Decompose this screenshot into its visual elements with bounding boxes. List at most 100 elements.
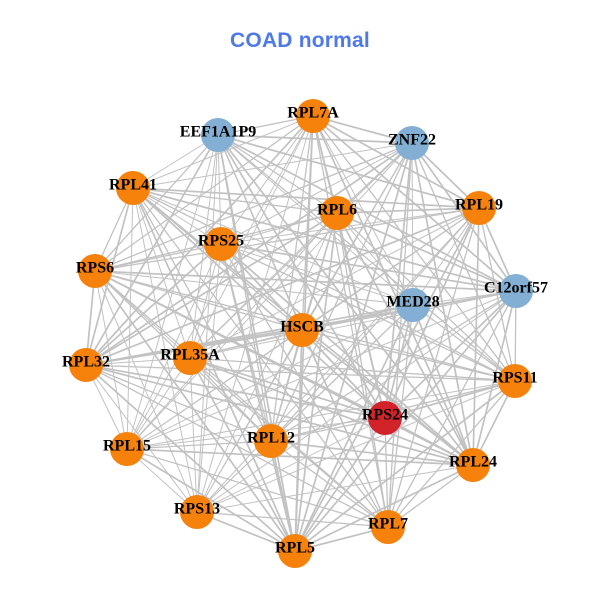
node-RPL24: [456, 448, 490, 482]
node-label-RPL15: RPL15: [103, 438, 151, 455]
edge-RPL32-RPL35A: [85, 357, 191, 366]
edge-RPL41-RPL35A: [132, 187, 191, 359]
edge-RPL12-RPS13: [196, 440, 272, 513]
node-ZNF22: [395, 126, 429, 160]
edge-RPL19-RPS13: [196, 207, 480, 513]
node-label-RPL12: RPL12: [247, 430, 295, 447]
edge-MED28-RPL24: [412, 304, 474, 466]
edge-RPS24-RPL7: [384, 417, 389, 528]
edge-RPS6-RPS13: [94, 270, 198, 513]
edge-RPL35A-RPS13: [189, 357, 198, 513]
edge-C12orf57-RPL35A: [189, 290, 517, 359]
edge-RPS24-RPL12: [270, 417, 386, 442]
node-RPL7A: [296, 99, 330, 133]
edge-C12orf57-RPS24: [384, 290, 517, 419]
node-label-MED28: MED28: [386, 294, 439, 311]
edge-HSCB-RPL7: [301, 329, 389, 528]
edge-RPS25-RPL7: [220, 243, 389, 528]
edge-RPL35A-RPS11: [189, 357, 516, 382]
edge-ZNF22-RPL41: [132, 142, 413, 189]
edge-MED28-RPL15: [126, 304, 414, 450]
node-label-RPL5: RPL5: [275, 540, 315, 557]
node-RPL7: [371, 510, 405, 544]
edge-RPL24-RPL7: [387, 464, 474, 528]
edge-RPS6-RPL24: [94, 270, 474, 466]
node-RPL41: [116, 171, 150, 205]
node-RPL12: [254, 424, 288, 458]
node-label-RPS25: RPS25: [198, 233, 244, 250]
edge-EEF1A1P9-RPL15: [126, 134, 219, 450]
edge-RPL19-RPS25: [220, 207, 480, 245]
edge-RPL15-RPL24: [126, 448, 474, 466]
edge-MED28-RPS11: [412, 304, 516, 382]
edge-RPL7A-RPL41: [132, 115, 314, 189]
node-label-RPL7A: RPL7A: [287, 105, 339, 122]
edge-RPL7A-RPS11: [312, 115, 516, 382]
nodes-layer: [69, 99, 533, 568]
edge-RPS13-RPL7: [196, 511, 389, 528]
edge-HSCB-RPL15: [126, 329, 303, 450]
edge-RPL32-RPS13: [85, 364, 198, 513]
edge-C12orf57-RPL5: [294, 290, 517, 552]
edge-ZNF22-RPL7: [387, 142, 413, 528]
node-label-ZNF22: ZNF22: [388, 132, 436, 149]
edge-RPL7A-RPL32: [85, 115, 314, 366]
edge-RPS6-RPL5: [94, 270, 296, 552]
edge-RPL6-RPL19: [336, 207, 480, 214]
node-label-RPS11: RPS11: [492, 370, 537, 387]
edge-RPL35A-RPL12: [189, 357, 272, 442]
edge-RPS24-RPL5: [294, 417, 386, 552]
node-RPL35A: [173, 341, 207, 375]
edge-RPL7A-RPL19: [312, 115, 480, 209]
edge-ZNF22-RPS6: [94, 142, 413, 272]
edge-C12orf57-RPL24: [472, 290, 517, 466]
edge-RPL41-RPL19: [132, 187, 480, 209]
edge-RPS6-C12orf57: [94, 270, 517, 292]
edge-RPL41-RPS11: [132, 187, 516, 382]
edge-ZNF22-MED28: [411, 142, 414, 306]
edge-RPS11-RPS24: [384, 380, 516, 419]
node-RPS11: [498, 364, 532, 398]
edge-RPL41-RPS24: [132, 187, 386, 419]
edge-RPL32-RPL5: [85, 364, 296, 552]
edge-RPL12-RPL24: [270, 440, 474, 466]
edge-RPS25-RPL24: [220, 243, 474, 466]
node-label-EEF1A1P9: EEF1A1P9: [180, 124, 256, 141]
edge-RPL24-RPS13: [196, 464, 474, 513]
edge-RPS11-RPL15: [126, 380, 516, 450]
edge-RPL7A-RPL24: [312, 115, 474, 466]
edge-RPL7A-RPL15: [126, 115, 314, 450]
edge-RPL41-RPL6: [132, 187, 338, 214]
node-label-C12orf57: C12orf57: [484, 280, 548, 297]
edge-RPL6-RPL15: [126, 212, 338, 450]
node-MED28: [396, 288, 430, 322]
edge-HSCB-RPS13: [196, 329, 303, 513]
edge-EEF1A1P9-RPL6: [217, 134, 338, 214]
edge-RPL19-RPL7: [387, 207, 480, 528]
edge-RPL41-RPL15: [126, 187, 134, 450]
edge-RPS25-C12orf57: [220, 243, 517, 292]
edge-RPL15-RPL12: [126, 440, 272, 450]
node-label-RPL19: RPL19: [455, 197, 503, 214]
edge-C12orf57-RPL12: [270, 290, 517, 442]
edge-RPL19-RPS24: [384, 207, 480, 419]
edge-RPL6-RPS24: [336, 212, 386, 419]
node-RPL15: [110, 432, 144, 466]
edge-EEF1A1P9-RPL5: [217, 134, 296, 552]
node-label-RPS6: RPS6: [76, 260, 114, 277]
edge-RPL41-RPS25: [132, 187, 222, 245]
node-label-RPS24: RPS24: [362, 407, 408, 424]
edge-RPL12-RPL5: [270, 440, 296, 552]
edge-ZNF22-RPL32: [85, 142, 413, 366]
edge-RPL35A-RPL24: [189, 357, 474, 466]
edge-ZNF22-C12orf57: [411, 142, 517, 292]
node-RPS13: [180, 495, 214, 529]
node-RPS24: [368, 401, 402, 435]
node-RPL19: [462, 191, 496, 225]
edge-EEF1A1P9-RPS25: [217, 134, 222, 245]
edge-RPL19-RPL32: [85, 207, 480, 366]
edge-RPS24-RPS13: [196, 417, 386, 513]
node-label-RPL24: RPL24: [449, 454, 497, 471]
node-label-RPL35A: RPL35A: [160, 347, 220, 364]
